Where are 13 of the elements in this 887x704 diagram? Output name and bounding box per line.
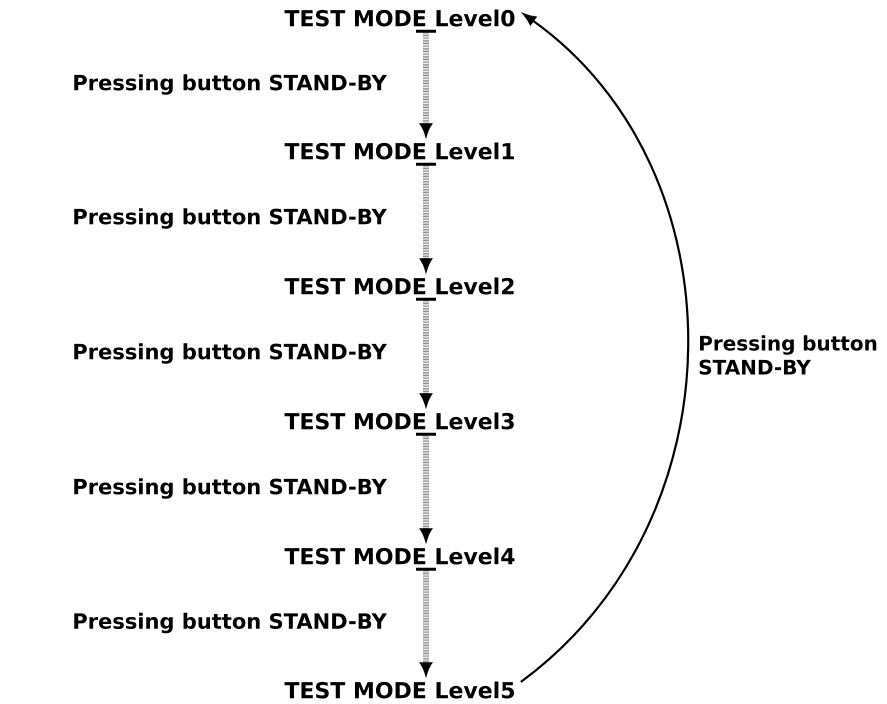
edge-label: Pressing button STAND-BY xyxy=(74,343,387,364)
edge-label: Pressing button STAND-BY xyxy=(74,208,387,229)
curved-arrow xyxy=(520,14,690,683)
edge-label: Pressing button STAND-BY xyxy=(74,612,387,634)
level-label: TEST MODE Level1 xyxy=(284,142,514,160)
level-label: TEST MODE Level2 xyxy=(284,277,514,294)
level-label: TEST MODE Level3 xyxy=(284,412,514,430)
edge-label: Pressing button STAND-BY xyxy=(74,74,387,95)
edge-label: Pressing button STAND-BY xyxy=(700,335,876,375)
level-label: TEST MODE Level0 xyxy=(284,9,514,27)
edge-label: Pressing button STAND-BY xyxy=(74,478,387,499)
level-label: TEST MODE Level5 xyxy=(284,681,514,698)
level-label: TEST MODE Level4 xyxy=(284,547,515,564)
